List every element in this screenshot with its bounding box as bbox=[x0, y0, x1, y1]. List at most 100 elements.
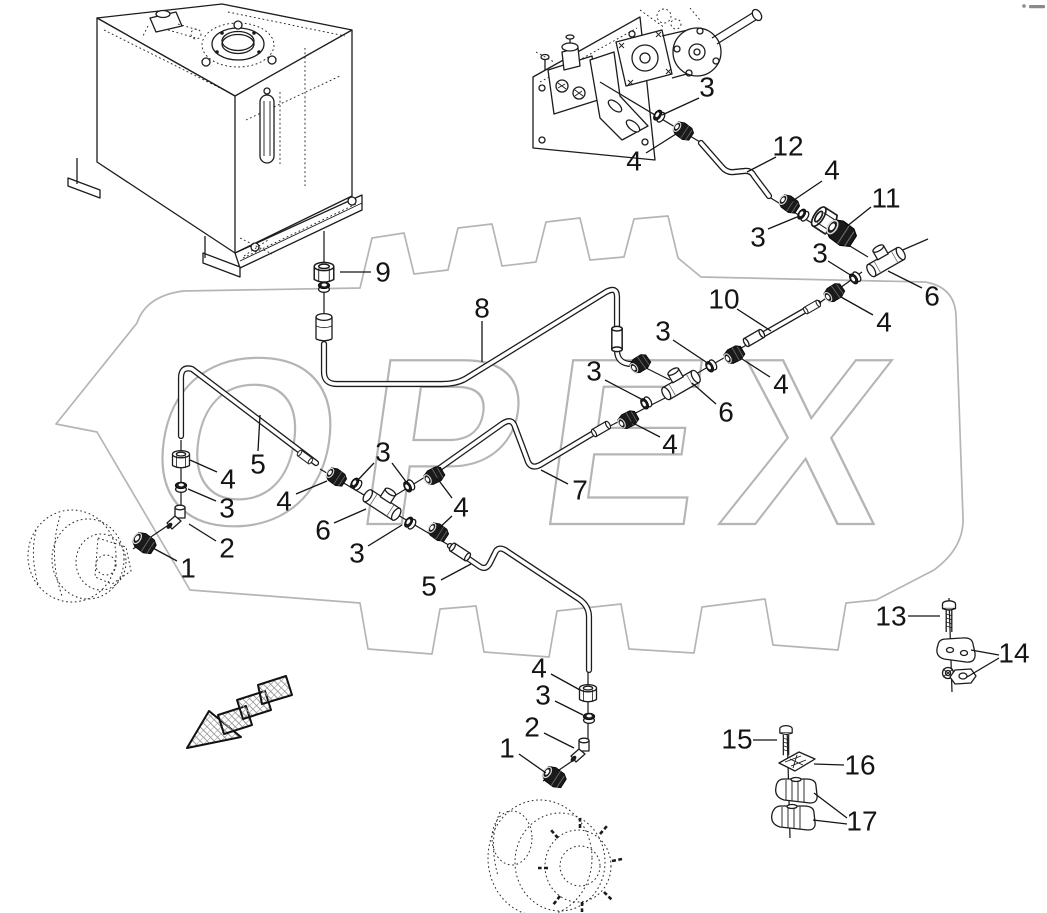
callout-label-10: 10 bbox=[708, 284, 739, 315]
callout-leader-6 bbox=[691, 382, 717, 405]
pipes bbox=[177, 139, 822, 674]
tee-fitting-6 bbox=[858, 235, 908, 279]
callout-label-3: 3 bbox=[375, 437, 391, 468]
nut-4 bbox=[171, 449, 191, 469]
callout-label-3: 3 bbox=[586, 356, 602, 387]
callout-leader-4 bbox=[436, 477, 453, 499]
callout-leader-12 bbox=[746, 156, 777, 173]
pipe-8 bbox=[320, 286, 636, 388]
washer-3 bbox=[650, 107, 668, 125]
nut-4 bbox=[775, 191, 803, 217]
callout-leader-1 bbox=[518, 753, 547, 774]
bolt-15 bbox=[779, 725, 793, 756]
callout-leader-17 bbox=[812, 819, 848, 825]
callout-label-6: 6 bbox=[718, 397, 734, 428]
pump-assembly bbox=[532, 7, 763, 161]
callout-leader-10 bbox=[736, 308, 772, 332]
callout-label-4: 4 bbox=[453, 492, 469, 523]
callout-leader-4 bbox=[630, 421, 661, 438]
callout-label-4: 4 bbox=[626, 146, 642, 177]
callout-label-3: 3 bbox=[219, 493, 235, 524]
callout-label-14: 14 bbox=[998, 638, 1029, 669]
callout-leader-3 bbox=[672, 339, 707, 363]
callout-leader-14 bbox=[966, 657, 1000, 678]
callout-leader-4 bbox=[840, 296, 874, 316]
clamp-hardware bbox=[771, 600, 977, 831]
callout-leader-3 bbox=[661, 97, 700, 116]
callout-label-1: 1 bbox=[180, 553, 196, 584]
callout-label-15: 15 bbox=[721, 724, 752, 755]
washer-3 bbox=[174, 481, 188, 493]
callout-label-3: 3 bbox=[750, 222, 766, 253]
callout-label-4: 4 bbox=[824, 155, 840, 186]
callout-leader-3 bbox=[391, 462, 408, 484]
callout-leader-3 bbox=[187, 488, 217, 502]
callout-leader-11 bbox=[845, 206, 872, 228]
callout-leader-17 bbox=[813, 792, 848, 819]
gear-watermark: OPEX bbox=[55, 215, 964, 658]
nut-4 bbox=[669, 118, 697, 144]
left-wheel-hub bbox=[27, 509, 132, 603]
callout-label-4: 4 bbox=[276, 486, 292, 517]
callout-leader-4 bbox=[790, 180, 823, 203]
callout-label-16: 16 bbox=[844, 750, 875, 781]
cover-plate-16 bbox=[778, 751, 816, 772]
callout-leader-3 bbox=[827, 260, 853, 277]
callout-leader-2 bbox=[188, 523, 217, 542]
clamp-14 bbox=[936, 637, 977, 685]
callout-label-3: 3 bbox=[812, 238, 828, 269]
callout-label-12: 12 bbox=[772, 131, 803, 162]
nut-4 bbox=[820, 280, 848, 306]
washer-3 bbox=[582, 712, 596, 724]
fitting-9 bbox=[313, 261, 335, 283]
callout-leader-4 bbox=[550, 673, 581, 691]
callout-label-5: 5 bbox=[250, 449, 266, 480]
callout-leader-3 bbox=[767, 216, 798, 230]
callout-leader-1 bbox=[150, 546, 178, 562]
corner-artifact bbox=[1022, 4, 1045, 9]
callout-leader-5 bbox=[440, 563, 472, 581]
callout-leader-3 bbox=[554, 700, 584, 716]
washer-3 bbox=[317, 281, 331, 293]
callout-leader-14 bbox=[970, 649, 1000, 656]
callout-leader-4 bbox=[645, 133, 677, 154]
pipe-5-lower bbox=[446, 542, 593, 674]
callout-label-4: 4 bbox=[876, 307, 892, 338]
opex-watermark-text: OPEX bbox=[135, 308, 930, 575]
callout-leader-4 bbox=[436, 515, 453, 531]
callout-label-7: 7 bbox=[572, 475, 588, 506]
callout-leader-3 bbox=[367, 524, 403, 547]
union-sleeve bbox=[611, 325, 623, 353]
callout-label-4: 4 bbox=[773, 369, 789, 400]
pipe-12 bbox=[697, 139, 773, 200]
callout-label-6: 6 bbox=[315, 515, 331, 546]
callout-leader-6 bbox=[887, 270, 923, 289]
callout-label-3: 3 bbox=[699, 72, 715, 103]
callout-label-3: 3 bbox=[535, 680, 551, 711]
callout-leader-7 bbox=[540, 469, 569, 485]
callout-label-4: 4 bbox=[662, 429, 678, 460]
callout-label-5: 5 bbox=[421, 571, 437, 602]
callout-leader-4 bbox=[738, 356, 771, 378]
callout-label-17: 17 bbox=[846, 806, 877, 837]
callout-leader-4 bbox=[295, 480, 328, 495]
callout-label-9: 9 bbox=[375, 257, 391, 288]
callout-label-8: 8 bbox=[474, 293, 490, 324]
callout-label-6: 6 bbox=[924, 281, 940, 312]
pipe-7 bbox=[433, 418, 611, 474]
callout-label-2: 2 bbox=[524, 712, 540, 743]
callout-label-4: 4 bbox=[220, 464, 236, 495]
callout-leader-6 bbox=[333, 508, 367, 524]
callout-label-3: 3 bbox=[655, 316, 671, 347]
bottom-wheel-hub bbox=[487, 799, 623, 913]
callout-label-1: 1 bbox=[499, 733, 515, 764]
fittings bbox=[128, 107, 908, 792]
callout-label-4: 4 bbox=[531, 653, 547, 684]
elbow-2 bbox=[568, 737, 590, 764]
callout-label-2: 2 bbox=[219, 533, 235, 564]
callout-label-11: 11 bbox=[871, 183, 900, 214]
callout-leader-3 bbox=[356, 462, 375, 482]
callout-leader-5 bbox=[257, 414, 261, 452]
